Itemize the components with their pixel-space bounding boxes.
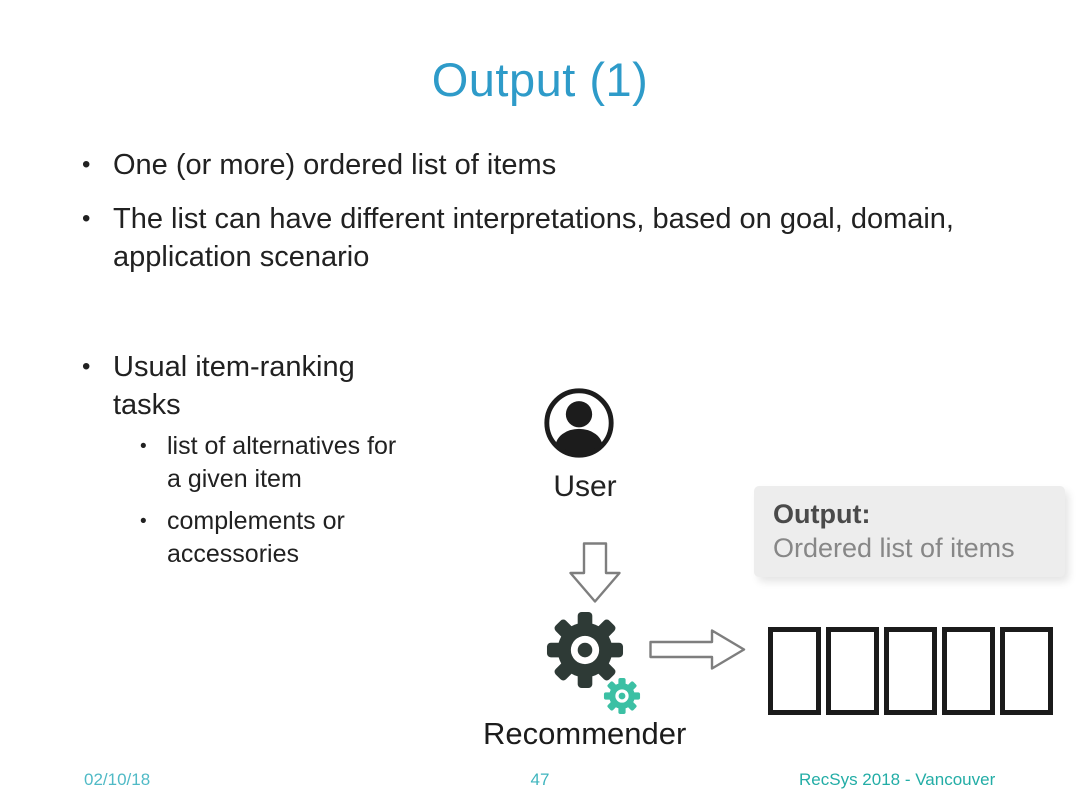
user-icon [544, 388, 614, 458]
sub-bullet-item: • complements or accessories [140, 505, 409, 571]
right-arrow-icon [649, 629, 746, 670]
bullet-list: • One (or more) ordered list of items • … [82, 146, 982, 424]
bullet-item: • Usual item-ranking tasks [82, 348, 982, 424]
footer-date: 02/10/18 [84, 770, 151, 789]
slide-title: Output (1) [431, 53, 649, 106]
bullet-text: Usual item-ranking tasks [113, 351, 355, 421]
bullet-item: • The list can have different interpreta… [82, 200, 982, 276]
list-item-box [884, 627, 937, 715]
sub-bullet-text: list of alternatives for a given item [167, 432, 397, 493]
down-arrow-icon [569, 542, 621, 603]
output-callout: Output: Ordered list of items [754, 486, 1065, 577]
bullet-item: • One (or more) ordered list of items [82, 146, 982, 184]
list-item-box [942, 627, 995, 715]
bullet-glyph: • [140, 511, 147, 532]
sub-bullet-list: • list of alternatives for a given item … [140, 430, 409, 580]
list-item-box [768, 627, 821, 715]
list-item-box [1000, 627, 1053, 715]
sub-bullet-text: complements or accessories [167, 507, 345, 568]
bullet-glyph: • [140, 436, 147, 457]
output-callout-body: Ordered list of items [773, 533, 1015, 563]
bullet-glyph: • [82, 151, 91, 178]
list-item-box [826, 627, 879, 715]
gear-icon [546, 611, 624, 689]
recommender-label: Recommender [483, 716, 687, 751]
bullet-text: The list can have different interpretati… [113, 203, 954, 273]
output-callout-title: Output: [773, 499, 871, 529]
bullet-glyph: • [82, 353, 91, 380]
bullet-glyph: • [82, 205, 91, 232]
bullet-text: One (or more) ordered list of items [113, 149, 557, 181]
user-label: User [553, 470, 617, 503]
sub-bullet-item: • list of alternatives for a given item [140, 430, 409, 496]
ordered-list-boxes [768, 627, 1053, 715]
small-gear-icon [603, 677, 641, 715]
footer-venue: RecSys 2018 - Vancouver [799, 770, 996, 789]
footer-page-number: 47 [530, 770, 550, 789]
